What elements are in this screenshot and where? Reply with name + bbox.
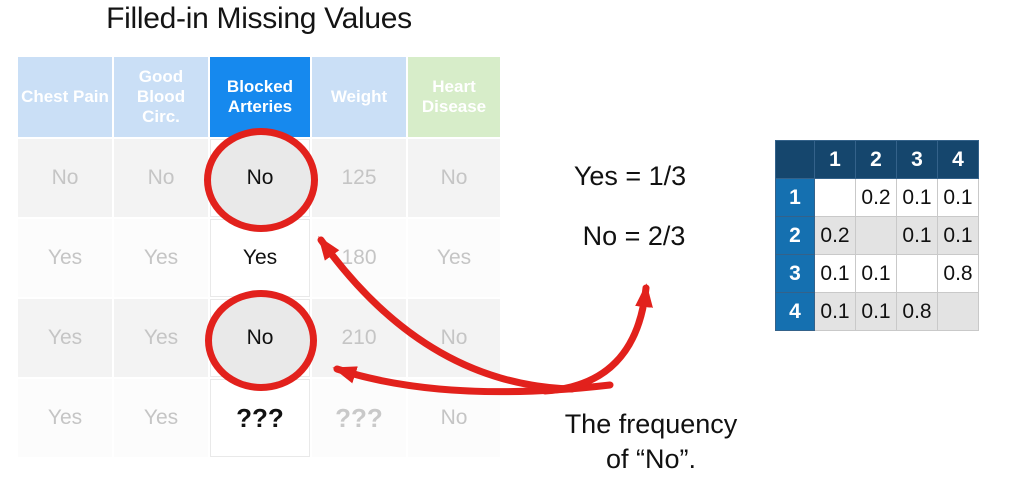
- table-cell: No: [408, 379, 500, 457]
- cell-value: No: [51, 166, 79, 189]
- matrix-cell: 0.1: [937, 216, 979, 255]
- table-cell: Yes: [18, 299, 112, 377]
- table-cell: Yes: [210, 219, 310, 297]
- page-title: Filled-in Missing Values: [106, 2, 412, 35]
- frequency-caption-line2: of “No”.: [605, 444, 697, 474]
- matrix-row-header: 4: [775, 292, 815, 331]
- cell-value: Yes: [143, 326, 179, 349]
- cell-value: Yes: [143, 246, 179, 269]
- cell-value: 180: [341, 246, 377, 269]
- matrix-header-row: 1 2 3 4: [775, 140, 979, 179]
- matrix-cell: 0.1: [814, 292, 856, 331]
- matrix-row-header: 2: [775, 216, 815, 255]
- matrix-col-header: 1: [814, 140, 856, 179]
- highlight-circle-row3: [205, 290, 317, 391]
- matrix-row-header: 3: [775, 254, 815, 293]
- yes-fraction-label: Yes = 1/3: [573, 161, 687, 191]
- matrix-cell: [855, 216, 897, 255]
- column-header-heart-disease: Heart Disease: [408, 57, 500, 137]
- matrix-row-header: 1: [775, 178, 815, 217]
- cell-value: Yes: [47, 246, 83, 269]
- cell-value: Yes: [47, 326, 83, 349]
- table-cell: No: [408, 139, 500, 217]
- missing-value-marker: ???: [236, 402, 284, 433]
- table-cell: 125: [312, 139, 406, 217]
- matrix-col-header: 4: [937, 140, 979, 179]
- table-cell: Yes: [18, 219, 112, 297]
- matrix-cell: 0.1: [896, 216, 938, 255]
- matrix-col-header: 3: [896, 140, 938, 179]
- cell-value: No: [246, 166, 274, 189]
- matrix-cell: 0.1: [855, 254, 897, 293]
- column-header-blocked-arteries: Blocked Arteries: [210, 57, 310, 137]
- table-cell: Yes: [408, 219, 500, 297]
- matrix-cell: 0.1: [855, 292, 897, 331]
- table-cell: Yes: [18, 379, 112, 457]
- matrix-cell: 0.1: [814, 254, 856, 293]
- column-header-weight: Weight: [312, 57, 406, 137]
- missing-value-marker: ???: [335, 402, 383, 433]
- table-cell: Yes: [114, 379, 208, 457]
- matrix-row: 2 0.2 0.1 0.1: [775, 216, 979, 255]
- matrix-row: 3 0.1 0.1 0.8: [775, 254, 979, 293]
- cell-value: 210: [341, 326, 377, 349]
- cell-value: Yes: [242, 246, 278, 269]
- cell-value: Yes: [436, 246, 472, 269]
- cell-value: No: [440, 406, 468, 429]
- column-header-chest-pain: Chest Pain: [18, 57, 112, 137]
- arrow-to-no-fraction: [541, 283, 653, 395]
- table-cell: No: [114, 139, 208, 217]
- matrix-cell: [896, 254, 938, 293]
- matrix-cell: 0.8: [937, 254, 979, 293]
- table-cell-missing-value: ???: [312, 379, 406, 457]
- matrix-cell: 0.2: [814, 216, 856, 255]
- cell-value: No: [440, 326, 468, 349]
- no-fraction-label: No = 2/3: [582, 221, 686, 251]
- cell-value: 125: [341, 166, 377, 189]
- table-cell: No: [408, 299, 500, 377]
- matrix-cell: [937, 292, 979, 331]
- cell-value: No: [147, 166, 175, 189]
- cell-value: Yes: [143, 406, 179, 429]
- table-cell: Yes: [114, 219, 208, 297]
- highlight-circle-row1: [204, 128, 318, 232]
- cell-value: No: [246, 326, 274, 349]
- frequency-caption-line1: The frequency: [564, 409, 738, 439]
- cell-value: No: [440, 166, 468, 189]
- table-cell: 180: [312, 219, 406, 297]
- matrix-cell: 0.2: [855, 178, 897, 217]
- matrix-cell: [814, 178, 856, 217]
- patient-data-table: Chest Pain Good Blood Circ. Blocked Arte…: [18, 57, 500, 457]
- matrix-col-header: 2: [855, 140, 897, 179]
- frequency-caption: The frequency of “No”.: [535, 407, 767, 477]
- table-cell-missing-value: ???: [210, 379, 310, 457]
- matrix-row: 1 0.2 0.1 0.1: [775, 178, 979, 217]
- column-header-good-blood-circ: Good Blood Circ.: [114, 57, 208, 137]
- table-cell: 210: [312, 299, 406, 377]
- matrix-cell: 0.1: [896, 178, 938, 217]
- proximity-matrix-table: 1 2 3 4 1 0.2 0.1 0.1 2 0.2 0.1 0.1 3 0.…: [775, 140, 979, 331]
- table-cell: No: [18, 139, 112, 217]
- cell-value: Yes: [47, 406, 83, 429]
- matrix-corner-cell: [775, 140, 815, 179]
- table-cell: Yes: [114, 299, 208, 377]
- matrix-cell: 0.8: [896, 292, 938, 331]
- matrix-row: 4 0.1 0.1 0.8: [775, 292, 979, 331]
- matrix-cell: 0.1: [937, 178, 979, 217]
